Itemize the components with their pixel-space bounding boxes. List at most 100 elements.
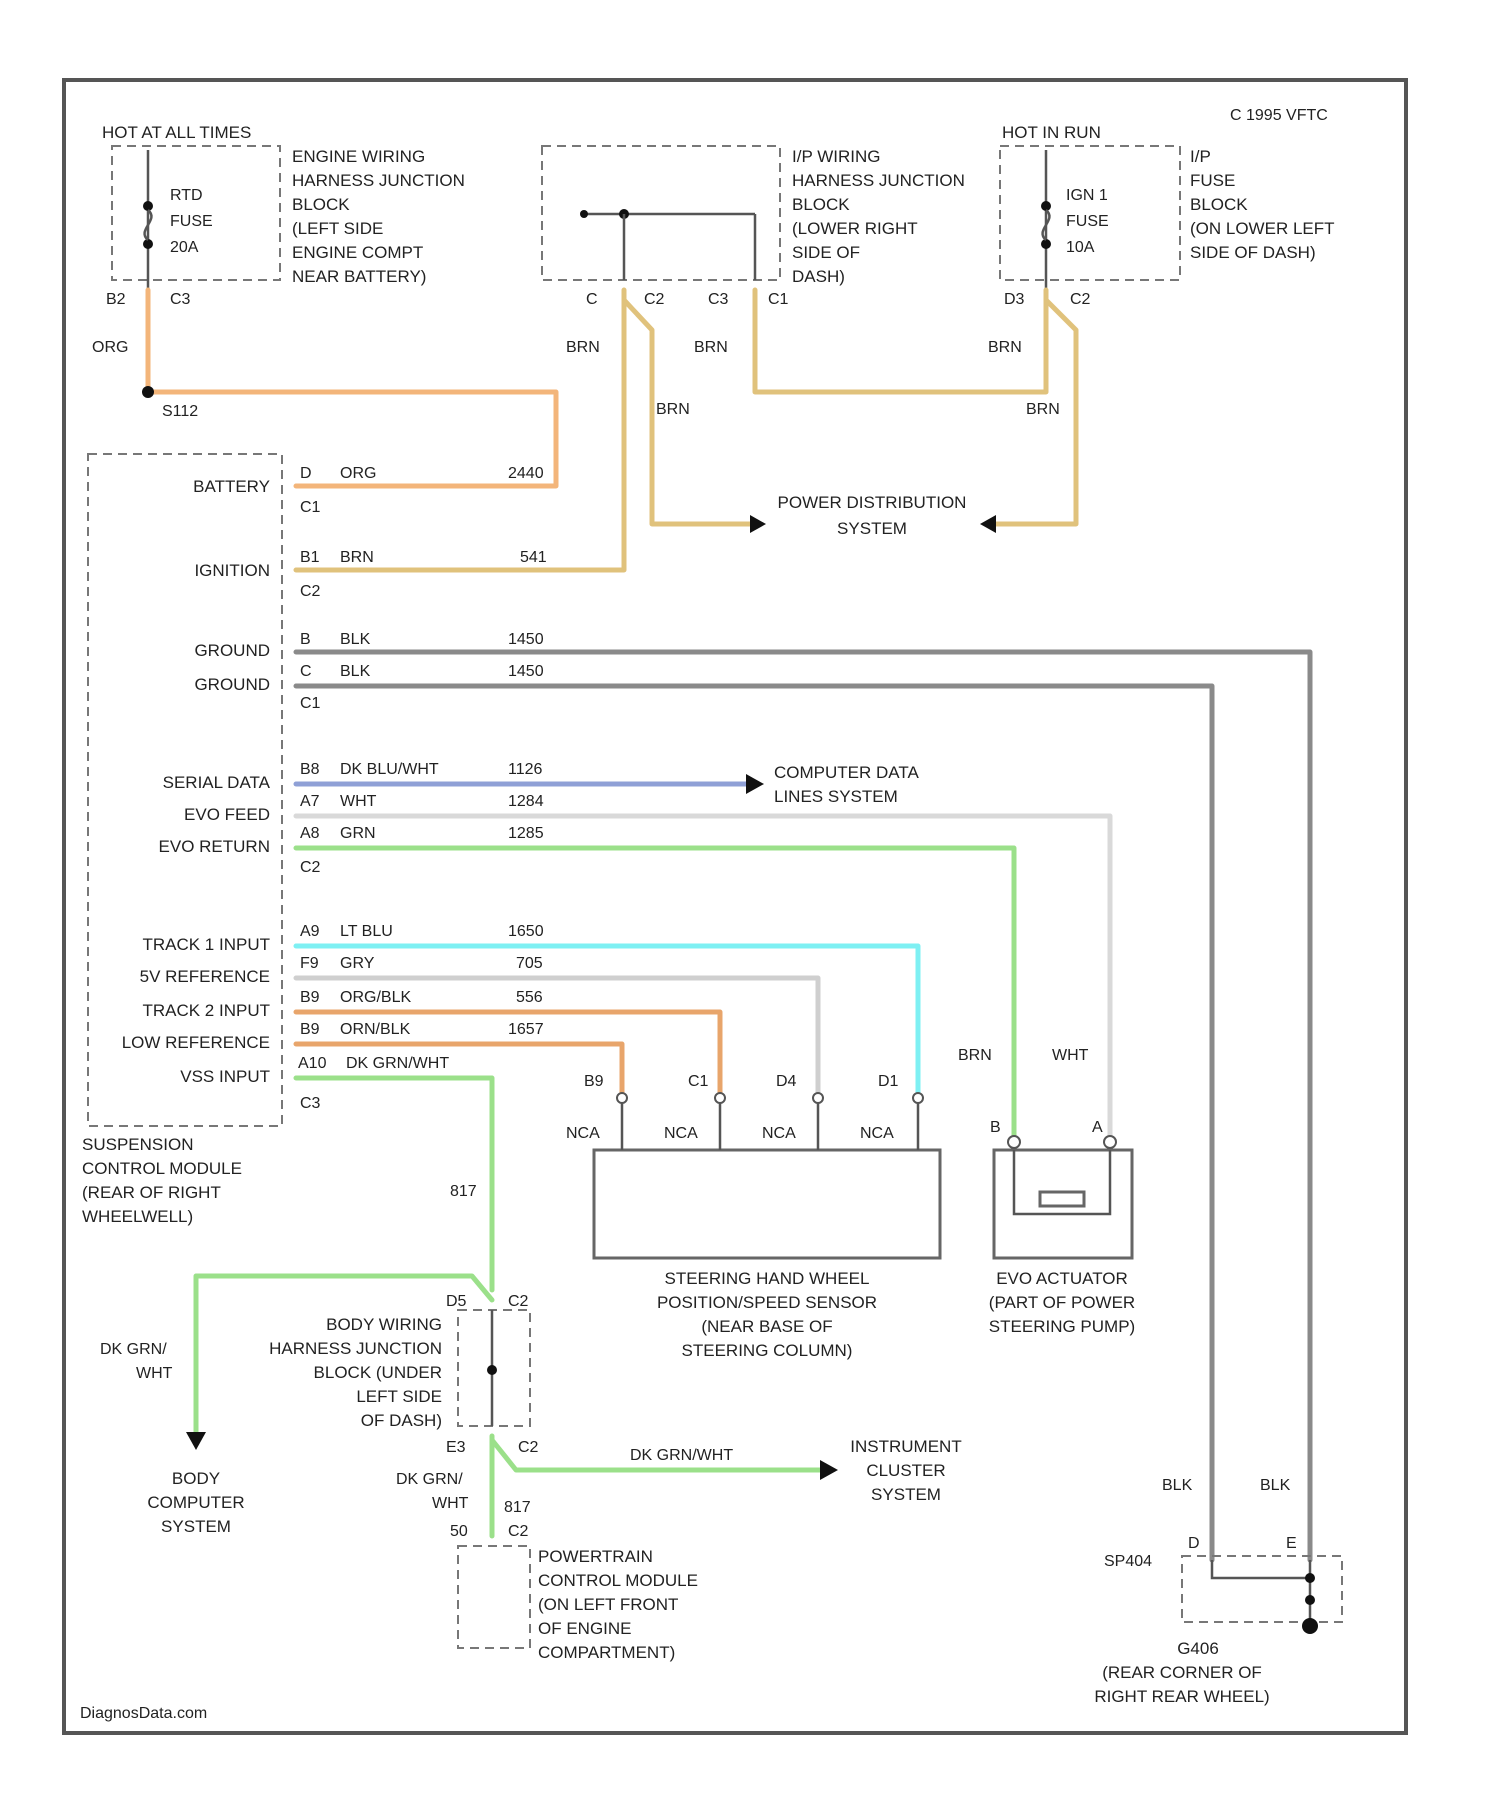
svg-text:BLK: BLK [340,663,371,680]
svg-text:STEERING PUMP): STEERING PUMP) [989,1317,1135,1336]
actuator-label: EVO ACTUATOR (PART OF POWER STEERING PUM… [989,1269,1135,1336]
wire-brn-power-dist-left [624,300,756,524]
sensor-nca-4: NCA [860,1125,894,1142]
svg-text:BODY WIRING: BODY WIRING [326,1315,442,1334]
svg-text:A9: A9 [300,923,320,940]
sensor-nca-2: NCA [664,1125,698,1142]
svg-text:SERIAL DATA: SERIAL DATA [163,773,271,792]
ground-blk-1: BLK [1162,1477,1193,1494]
fuse-right-dot-bottom [1041,239,1051,249]
svg-text:DASH): DASH) [792,267,845,286]
svg-text:B8: B8 [300,761,320,778]
body-computer-label: BODY COMPUTER SYSTEM [147,1469,244,1536]
svg-text:LOW REFERENCE: LOW REFERENCE [122,1033,270,1052]
svg-text:WHT: WHT [136,1365,173,1382]
wire-dkgrn-wht-lower-label: DK GRN/ WHT [396,1471,469,1512]
svg-text:F9: F9 [300,955,319,972]
fuse-left-line1: RTD [170,187,203,204]
instrument-cluster-label: INSTRUMENT CLUSTER SYSTEM [850,1437,961,1504]
svg-text:ENGINE COMPT: ENGINE COMPT [292,243,423,262]
pin-c3: C3 [170,291,191,308]
computer-data-arrow [746,774,764,794]
module-pin-battery: BATTERY D ORG 2440 C1 [193,465,544,516]
wire-low-reference [296,1044,622,1098]
svg-text:HARNESS JUNCTION: HARNESS JUNCTION [269,1339,442,1358]
svg-text:LINES SYSTEM: LINES SYSTEM [774,787,898,806]
svg-text:I/P: I/P [1190,147,1211,166]
svg-text:BLOCK: BLOCK [792,195,850,214]
svg-text:BLK: BLK [340,631,371,648]
pin-c2b: C2 [1070,291,1091,308]
svg-text:5V REFERENCE: 5V REFERENCE [140,967,270,986]
wire-brn-label-5: BRN [1026,401,1060,418]
svg-text:ENGINE WIRING: ENGINE WIRING [292,147,425,166]
fuse-right-dot-top [1041,201,1051,211]
svg-text:OF ENGINE: OF ENGINE [538,1619,632,1638]
ip-bus-dot-left [580,210,588,218]
evo-actuator-element [1040,1192,1084,1206]
wire-brn-label-3: BRN [988,339,1022,356]
svg-text:GROUND: GROUND [194,675,270,694]
svg-text:541: 541 [520,549,547,566]
bj-pin-c2b: C2 [518,1439,539,1456]
svg-text:(ON LOWER LEFT: (ON LOWER LEFT [1190,219,1335,238]
power-dist-arrow-right [980,515,996,533]
svg-text:ORN/BLK: ORN/BLK [340,1021,411,1038]
svg-text:B9: B9 [300,1021,320,1038]
svg-text:STEERING HAND WHEEL: STEERING HAND WHEEL [665,1269,870,1288]
svg-text:ORG/BLK: ORG/BLK [340,989,411,1006]
svg-text:POWERTRAIN: POWERTRAIN [538,1547,653,1566]
ground-dot-1 [1305,1573,1315,1583]
svg-text:CONTROL MODULE: CONTROL MODULE [538,1571,698,1590]
svg-text:DK BLU/WHT: DK BLU/WHT [340,761,439,778]
svg-text:556: 556 [516,989,543,1006]
bj-pin-50: 50 [450,1523,468,1540]
svg-text:ORG: ORG [340,465,376,482]
svg-text:1657: 1657 [508,1021,544,1038]
svg-text:EVO RETURN: EVO RETURN [159,837,270,856]
svg-text:INSTRUMENT: INSTRUMENT [850,1437,961,1456]
splice-s112-label: S112 [162,403,198,420]
engine-junction-label: ENGINE WIRING HARNESS JUNCTION BLOCK (LE… [292,147,465,286]
sensor-pin-d1: D1 [878,1073,899,1090]
svg-text:1285: 1285 [508,825,544,842]
svg-text:HARNESS JUNCTION: HARNESS JUNCTION [792,171,965,190]
cluster-arrow [820,1460,838,1480]
svg-text:(NEAR BASE OF: (NEAR BASE OF [701,1317,832,1336]
svg-text:1126: 1126 [508,761,543,778]
svg-text:IGNITION: IGNITION [194,561,270,580]
module-pin-evo-feed: EVO FEED A7 WHT 1284 [184,793,544,824]
bj-pin-c2: C2 [508,1293,529,1310]
sensor-pin-b9: B9 [584,1073,604,1090]
svg-text:BLOCK: BLOCK [1190,195,1248,214]
pin-d3: D3 [1004,291,1025,308]
svg-text:A7: A7 [300,793,320,810]
power-distribution-label: POWER DISTRIBUTION SYSTEM [778,493,967,538]
actuator-wire-wht: WHT [1052,1047,1089,1064]
ip-junction-label: I/P WIRING HARNESS JUNCTION BLOCK (LOWER… [792,147,965,286]
svg-text:(REAR CORNER OF: (REAR CORNER OF [1102,1663,1262,1682]
wire-brn-label-4: BRN [656,401,690,418]
wire-org-label: ORG [92,339,128,356]
fuse-left-dot-top [143,201,153,211]
svg-text:G406: G406 [1177,1639,1219,1658]
wire-org-battery [148,290,556,486]
svg-text:WHT: WHT [432,1495,469,1512]
svg-text:BATTERY: BATTERY [193,477,270,496]
ground-bus [1212,1560,1310,1578]
svg-text:COMPUTER: COMPUTER [147,1493,244,1512]
svg-text:SYSTEM: SYSTEM [871,1485,941,1504]
svg-text:C: C [300,663,312,680]
pin-b2: B2 [106,291,126,308]
module-pin-track-2: TRACK 2 INPUT B9 ORG/BLK 556 [142,989,542,1020]
svg-text:(PART OF POWER: (PART OF POWER [989,1293,1135,1312]
svg-text:DK GRN/WHT: DK GRN/WHT [346,1055,449,1072]
module-pin-serial-data: SERIAL DATA B8 DK BLU/WHT 1126 [163,761,543,792]
svg-text:GRY: GRY [340,955,375,972]
svg-text:HARNESS JUNCTION: HARNESS JUNCTION [292,171,465,190]
svg-text:VSS INPUT: VSS INPUT [180,1067,270,1086]
svg-text:C3: C3 [300,1095,321,1112]
svg-text:C1: C1 [300,499,321,516]
svg-text:DK GRN/: DK GRN/ [100,1341,167,1358]
copyright: C 1995 VFTC [1230,107,1328,124]
